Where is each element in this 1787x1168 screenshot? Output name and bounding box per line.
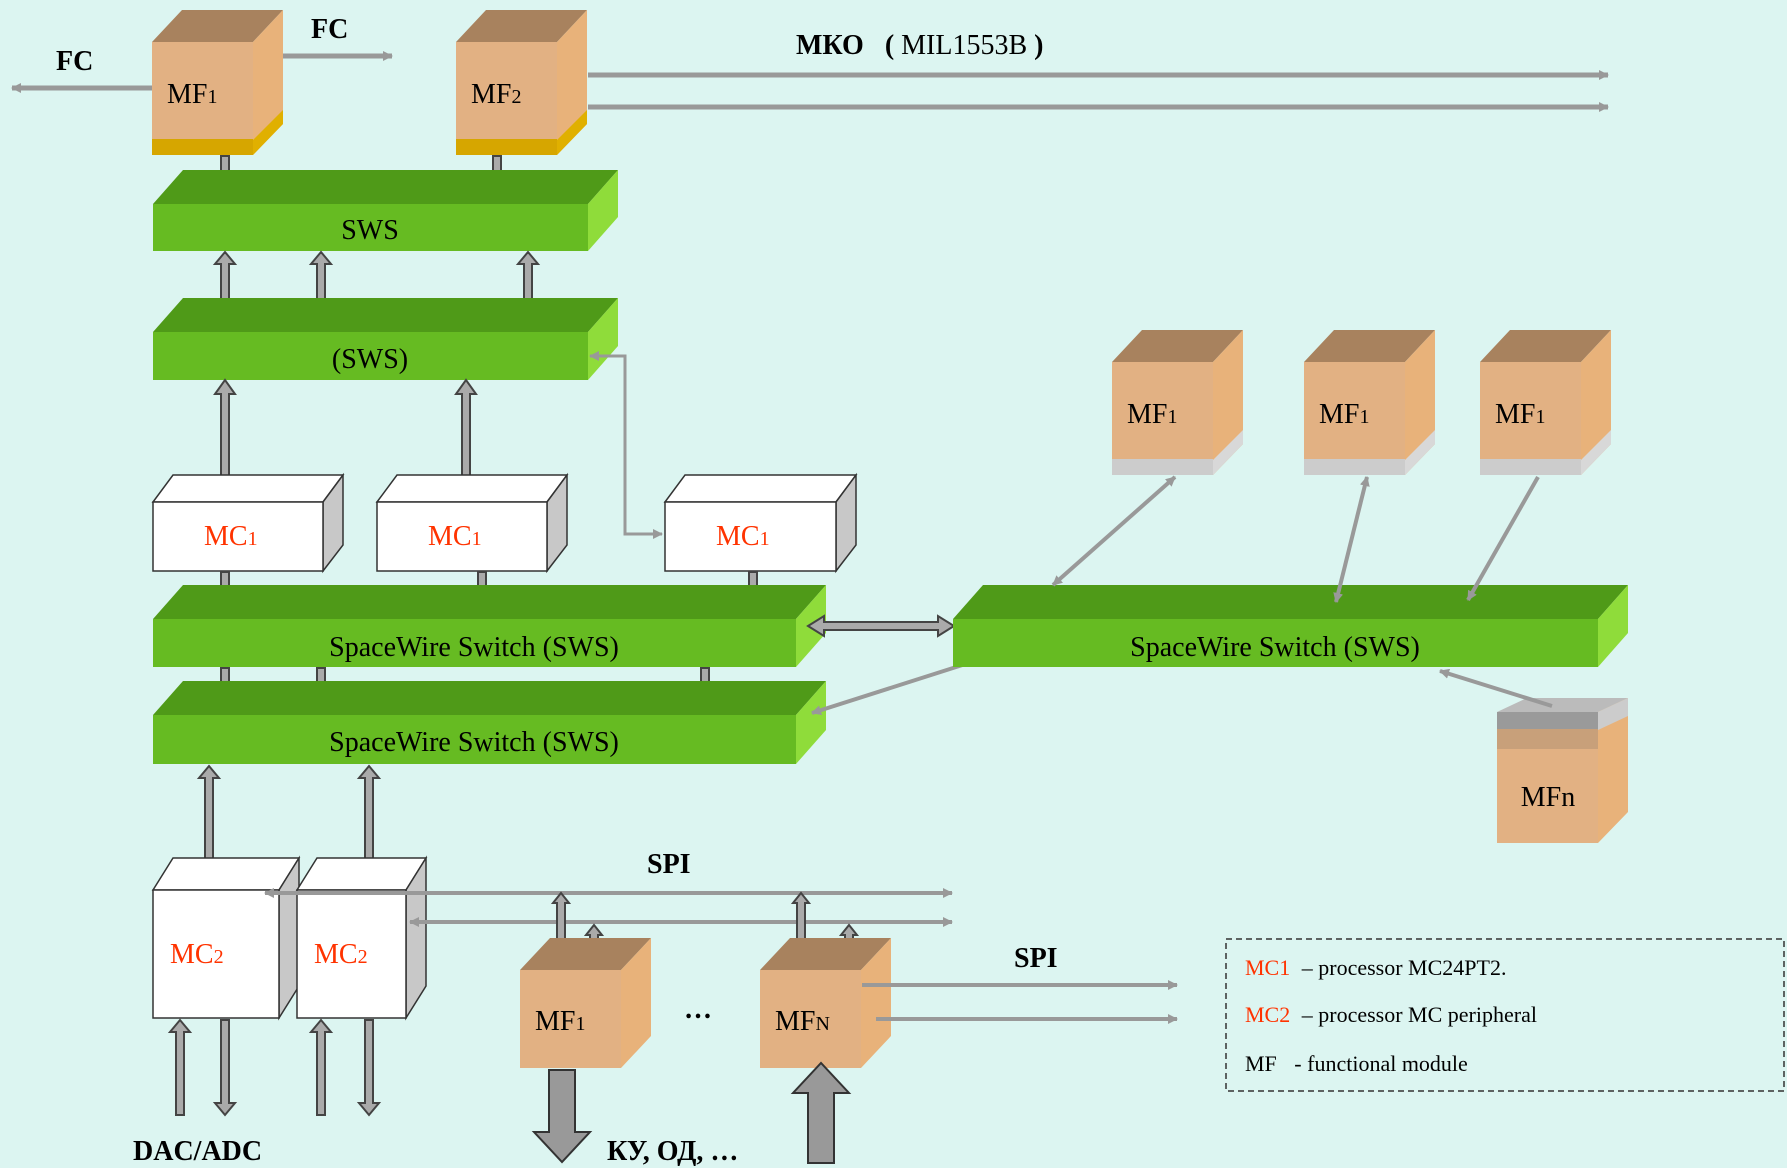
module-mf1-right-b: MF1 [1304,330,1435,475]
switch-spacewire-left-2: SpaceWire Switch (SWS) [153,681,826,764]
mf1-right-c-main: MF [1495,399,1535,430]
dac-adc-label: DAC/ADC [133,1136,262,1167]
svg-text:MC1: MC1 [204,521,258,552]
sws-1-label: SWS [341,215,399,246]
controller-mc2-b: MC2 [295,855,428,1021]
switch-spacewire-right: SpaceWire Switch (SWS) [953,585,1628,667]
legend-term-2: MC2 [1245,1002,1290,1027]
mf1-bottom-main: MF [535,1006,575,1037]
mf1-right-b-sub: 1 [1359,406,1369,428]
mc2-b-sub: 2 [358,946,368,968]
mfn-bottom-sub: N [815,1013,829,1035]
svg-text:MC1: MC1 [428,521,482,552]
mf2-top-main: MF [471,79,511,110]
svg-text:MC1: MC1 [716,521,770,552]
mf1-right-b-link [1333,476,1370,603]
legend-box: MC1 – processor MC24PT2. MC2 – processor… [1225,938,1785,1092]
mc1-a-main: MC [204,521,248,552]
mc1-a-sub: 1 [248,528,258,550]
mf2-top-sub: 2 [511,86,521,108]
module-mf2-top: MF2 [456,10,587,155]
legend-desc-2: – processor MC peripheral [1301,1002,1537,1027]
mc1-b-sub: 1 [472,528,482,550]
mc1-b-main: MC [428,521,472,552]
mko-bus-close: ) [1034,30,1043,61]
spacewire-to-mc2-links [196,764,382,874]
svg-text:MFN: MFN [775,1006,830,1037]
controller-mc1-a: MC1 [151,472,345,574]
spacewire-left-2-label: SpaceWire Switch (SWS) [329,727,619,758]
mf1-right-b-main: MF [1319,399,1359,430]
mko-bus-label: МКО ( MIL1553B ) [796,30,1043,61]
legend-desc-3: - functional module [1294,1051,1468,1076]
fc-right-label: FC [311,14,348,45]
mfn-bottom-main: MF [775,1006,815,1037]
mc2-a-main: MC [170,939,214,970]
mf1-top-sub: 1 [207,86,217,108]
switch-sws-2: (SWS) [153,298,618,380]
controller-mc1-c: MC1 [663,472,858,574]
dac-adc-arrows [167,1018,382,1117]
svg-text:MF - functional module: MF - functional module [1245,1051,1468,1076]
legend-desc-1: – processor MC24PT2. [1301,955,1507,980]
mf1-right-a-sub: 1 [1167,406,1177,428]
module-mf1-right-a: MF1 [1112,330,1243,475]
module-mf1-top: MF1 [152,10,283,155]
mfn-right-link [1439,668,1553,708]
mf1-top-main: MF [167,79,207,110]
spi-upper-label: SPI [647,849,691,880]
svg-text:MC2: MC2 [314,939,368,970]
mc1-c-main: MC [716,521,760,552]
svg-text:MF1: MF1 [1495,399,1545,430]
mc2-a-sub: 2 [214,946,224,968]
svg-text:MF1: MF1 [167,79,217,110]
mf1-right-c-sub: 1 [1535,406,1545,428]
module-mf1-bottom: MF1 [520,938,651,1068]
svg-text:MF1: MF1 [1127,399,1177,430]
svg-text:MC2: MC2 [170,939,224,970]
spacewire-left-1-label: SpaceWire Switch (SWS) [329,632,619,663]
sws2-mc1-links [213,378,478,492]
svg-text:MF1: MF1 [535,1006,585,1037]
io-big-arrows [531,1061,852,1164]
mf1-right-a-link [1051,475,1177,587]
mc1-c-sub: 1 [760,528,770,550]
svg-text:MC1 – processor MC24PT2.: MC1 – processor MC24PT2. [1245,955,1506,980]
mf1-right-a-main: MF [1127,399,1167,430]
mko-bus-name: МКО [796,30,864,61]
module-mfn-bottom: MFN [760,938,891,1068]
mf1-right-c-link [1466,476,1540,601]
module-ellipsis: … [684,994,712,1025]
legend-term-3: MF [1245,1051,1277,1076]
mc2-b-main: MC [314,939,358,970]
switch-sws-1: SWS [153,170,618,251]
svg-text:MC2 – processor MC perip: MC2 – processor MC peripheral [1245,1002,1537,1027]
ku-od-label: КУ, ОД, … [607,1136,738,1167]
sws-2-label: (SWS) [332,344,408,375]
mf1-bottom-sub: 1 [575,1013,585,1035]
mfn-right-label: MFn [1521,782,1575,813]
mko-bus-standard: MIL1553B [901,30,1027,61]
switch-spacewire-left-1: SpaceWire Switch (SWS) [153,585,826,667]
module-mf1-right-c: MF1 [1480,330,1611,475]
left-right-switch-links [806,614,956,638]
sws2-to-mc1c-link [589,351,663,539]
legend-term-1: MC1 [1245,955,1290,980]
svg-text:MF2: MF2 [471,79,521,110]
mko-bus-open: ( [885,30,894,61]
spi-lower-label: SPI [1014,943,1058,974]
module-mfn-right: MFn [1497,698,1628,843]
svg-text:MF1: MF1 [1319,399,1369,430]
controller-mc1-b: MC1 [375,472,569,574]
controller-mc2-a: MC2 [151,855,301,1021]
spacewire-right-label: SpaceWire Switch (SWS) [1130,632,1420,663]
fc-left-label: FC [56,46,93,77]
